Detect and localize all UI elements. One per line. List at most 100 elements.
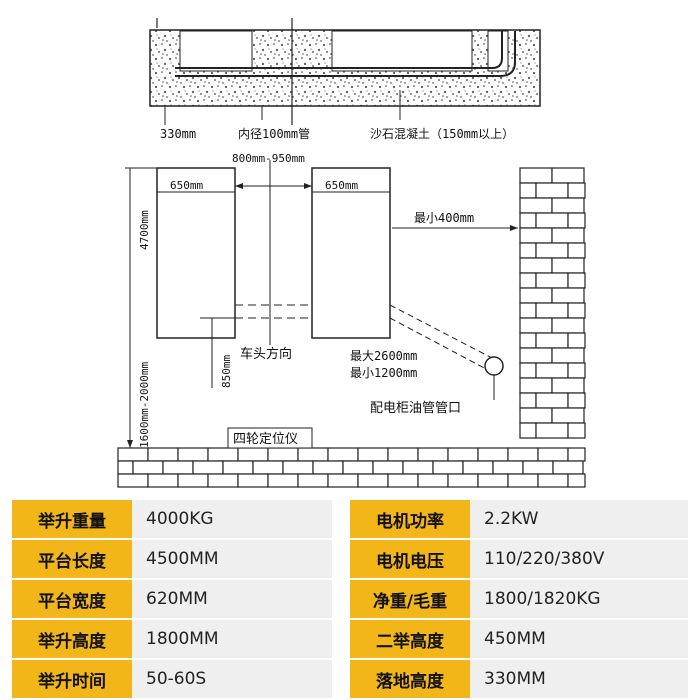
brick (567, 302, 586, 319)
brick (535, 212, 569, 229)
brick (447, 447, 479, 462)
brick (297, 473, 329, 488)
spec-gap (332, 659, 350, 700)
brick (477, 473, 509, 488)
brick (462, 460, 494, 475)
pipe-label: 内径100mm管 (238, 126, 310, 141)
brick (567, 447, 586, 462)
brick (522, 460, 554, 475)
brick (537, 447, 569, 462)
spec-value: 2.2KW (470, 500, 688, 540)
left-platform (156, 167, 236, 339)
brick (567, 272, 586, 289)
max-2600-label: 最大2600mm (350, 349, 417, 363)
spec-label: 举升时间 (12, 659, 132, 700)
brick (147, 447, 179, 462)
brick (567, 212, 586, 229)
brick (567, 332, 586, 349)
gap-width-label: 800mm-950mm (232, 152, 305, 165)
brick (282, 460, 314, 475)
brick (387, 447, 419, 462)
brick (567, 182, 586, 199)
brick (207, 473, 239, 488)
brick (519, 362, 537, 379)
brick (551, 287, 585, 304)
brick (267, 473, 299, 488)
brick-wall (519, 167, 586, 439)
spec-value: 110/220/380V (470, 539, 688, 580)
brick (507, 473, 539, 488)
brick (117, 473, 149, 488)
brick (519, 332, 537, 349)
brick (417, 473, 449, 488)
brick (519, 407, 553, 424)
brick (177, 473, 209, 488)
brick (519, 167, 553, 184)
brick (537, 473, 569, 488)
brick (132, 460, 164, 475)
brick (519, 197, 553, 214)
brick (162, 460, 194, 475)
width-330-label: 330mm (160, 127, 196, 141)
brick (551, 377, 585, 394)
brick (551, 347, 585, 364)
brick (535, 392, 569, 409)
brick (519, 422, 537, 439)
brick (519, 212, 537, 229)
brick (207, 447, 239, 462)
brick (567, 362, 586, 379)
installation-diagram: 330mm 内径100mm管 沙石混凝土（150mm以上） 800mm-950m… (117, 18, 586, 488)
brick (477, 447, 509, 462)
spec-label: 二举高度 (350, 619, 470, 660)
min-400-label: 最小400mm (414, 211, 474, 225)
spec-value: 1800MM (132, 619, 332, 660)
brick (519, 302, 537, 319)
spec-gap (332, 579, 350, 620)
spec-label: 落地高度 (350, 659, 470, 700)
brick (567, 392, 586, 409)
brick (551, 227, 585, 244)
brick (267, 447, 299, 462)
brick (551, 317, 585, 334)
spec-label: 举升重量 (12, 500, 132, 540)
brick (147, 473, 179, 488)
spec-value: 620MM (132, 579, 332, 620)
brick (551, 167, 585, 184)
length-4700-label: 4700mm (138, 210, 151, 250)
brick (535, 242, 569, 259)
brick (417, 447, 449, 462)
right-platform (311, 167, 391, 339)
brick (342, 460, 374, 475)
brick (372, 460, 404, 475)
brick (567, 473, 586, 488)
brick (507, 447, 539, 462)
brick (519, 287, 553, 304)
brick (552, 460, 584, 475)
brick (327, 473, 359, 488)
brick (535, 302, 569, 319)
brick (192, 460, 224, 475)
brick (519, 182, 537, 199)
spec-label: 净重/毛重 (350, 579, 470, 620)
spec-label: 平台长度 (12, 539, 132, 580)
direction-label: 车头方向 (240, 346, 292, 362)
brick (327, 447, 359, 462)
brick (551, 257, 585, 274)
spec-value: 1800/1820KG (470, 579, 688, 620)
pit-section: 330mm 内径100mm管 沙石混凝土（150mm以上） (149, 18, 541, 141)
brick (519, 257, 553, 274)
spec-gap (332, 619, 350, 660)
brick (402, 460, 434, 475)
brick (519, 317, 553, 334)
brick (357, 473, 389, 488)
brick (177, 447, 209, 462)
spec-gap (332, 500, 350, 540)
length-1600-2000-label: 1600mm-2000mm (138, 362, 151, 448)
plan-view: 800mm-950mm 650mm 650mm 最小400mm 4700mm 1… (125, 152, 518, 449)
brick (357, 447, 389, 462)
